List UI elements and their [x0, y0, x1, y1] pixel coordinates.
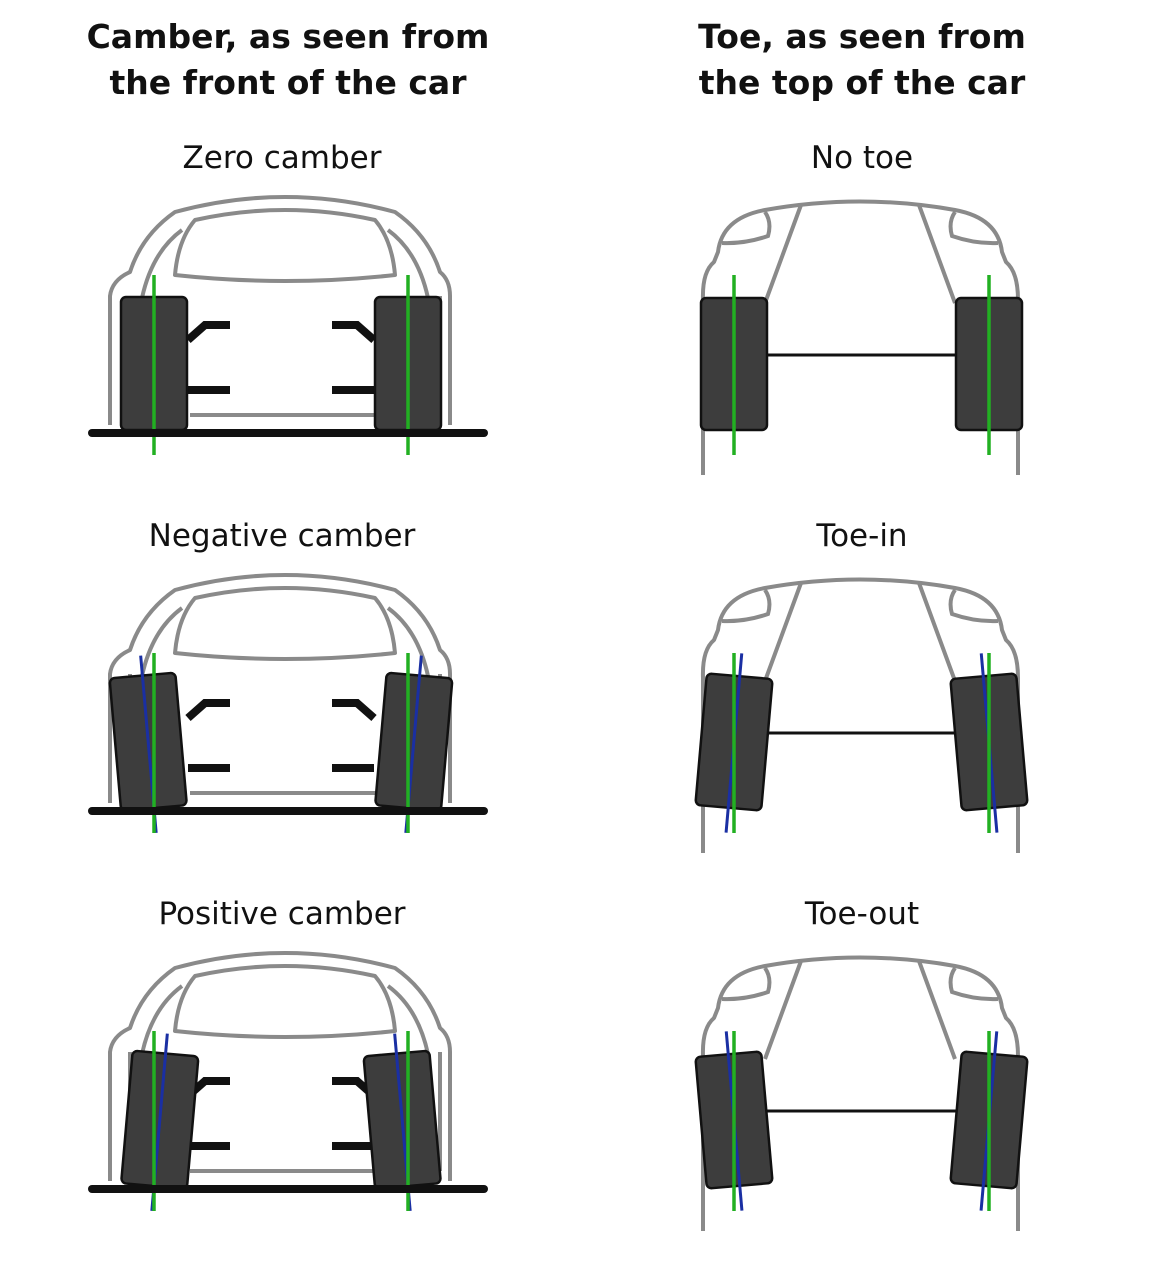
frame-rails: [763, 582, 957, 682]
windshield-outline: [173, 586, 397, 661]
positive-camber-label: Positive camber: [158, 896, 406, 932]
camber-title-line-2: the front of the car: [109, 63, 467, 102]
toe-title-line-2: the top of the car: [698, 63, 1026, 102]
windshield-outline: [173, 964, 397, 1039]
left-upper-control-arm: [185, 699, 230, 721]
frame-rails: [763, 204, 957, 304]
car-top-outline: [700, 577, 1020, 853]
toe-out-label: Toe-out: [804, 896, 920, 932]
headlight-outlines: [721, 210, 999, 246]
no-toe-diagram: [699, 199, 1024, 475]
a-pillar-lines: [140, 228, 430, 299]
car-body-outline: [108, 573, 452, 803]
toe-out-diagram: [694, 955, 1029, 1231]
positive-camber-diagram: [88, 951, 488, 1212]
negative-camber-label: Negative camber: [148, 518, 416, 554]
car-top-outline: [700, 955, 1020, 1231]
negative-camber-diagram: [88, 573, 488, 834]
headlight-outlines: [721, 588, 999, 624]
windshield-outline: [173, 208, 397, 283]
camber-title-line-1: Camber, as seen from: [86, 17, 490, 56]
right-upper-control-arm: [332, 321, 377, 343]
toe-column-title: Toe, as seen from the top of the car: [582, 14, 1142, 106]
toe-in-label: Toe-in: [816, 518, 908, 554]
right-upper-control-arm: [332, 699, 377, 721]
camber-column-title: Camber, as seen from the front of the ca…: [8, 14, 568, 106]
zero-camber-label: Zero camber: [182, 140, 382, 176]
zero-camber-diagram: [88, 195, 488, 455]
a-pillar-lines: [140, 984, 430, 1055]
car-body-outline: [108, 951, 452, 1181]
toe-in-diagram: [694, 577, 1029, 853]
no-toe-label: No toe: [810, 140, 914, 176]
car-top-outline: [700, 199, 1020, 475]
headlight-outlines: [721, 966, 999, 1002]
frame-rails: [763, 960, 957, 1060]
a-pillar-lines: [140, 606, 430, 677]
car-body-outline: [108, 195, 452, 425]
left-upper-control-arm: [185, 321, 230, 343]
toe-title-line-1: Toe, as seen from: [698, 17, 1026, 56]
